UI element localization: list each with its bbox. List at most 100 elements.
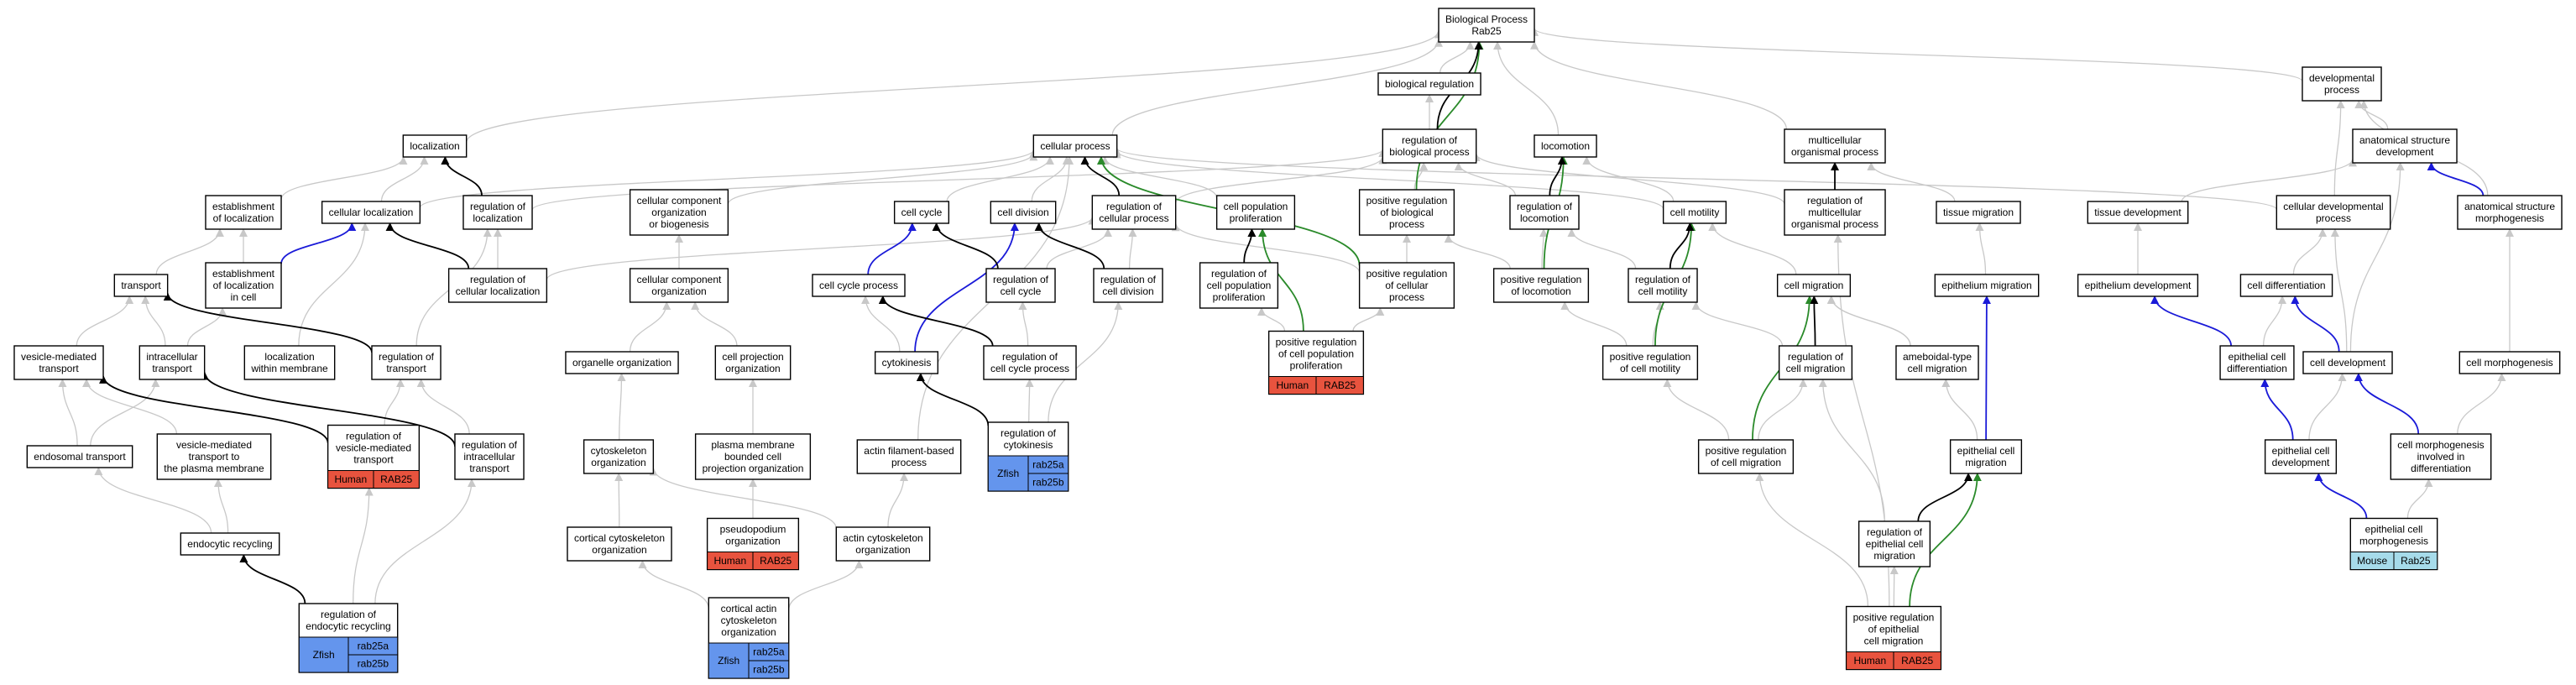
go-node-organelleorg[interactable]: organelle organization <box>565 351 679 374</box>
go-node-cellproc[interactable]: cellular process <box>1032 134 1118 158</box>
edge-posregcellproc-to-regcellproc <box>1171 222 1361 274</box>
node-box <box>694 433 812 480</box>
go-node-epimig[interactable]: epithelium migration <box>1934 274 2040 297</box>
go-node-cellmig[interactable]: cell migration <box>1776 274 1852 297</box>
gene-symbol: RAB25 <box>1324 379 1356 391</box>
node-box <box>205 262 282 309</box>
go-node-epidev[interactable]: epithelium development <box>2077 274 2199 297</box>
go-node-cellcycleproc[interactable]: cell cycle process <box>812 274 906 297</box>
go-node-locomotion[interactable]: locomotion <box>1534 134 1597 158</box>
go-node-regvesmed[interactable]: regulation ofvesicle-mediatedtransportHu… <box>327 424 421 489</box>
node-box <box>1215 195 1296 230</box>
go-node-cortactin[interactable]: cortical actincytoskeletonorganizationZf… <box>708 597 790 679</box>
node-label-line: regulation of <box>1001 427 1057 439</box>
go-node-celldevelopment[interactable]: cell development <box>2302 351 2393 374</box>
go-node-cellmotility[interactable]: cell motility <box>1662 201 1727 224</box>
node-box <box>2390 433 2492 480</box>
node-box <box>462 195 533 230</box>
go-node-bioreg[interactable]: biological regulation <box>1377 72 1481 96</box>
node-box <box>1628 268 1698 303</box>
go-node-localization[interactable]: localization <box>402 134 468 158</box>
edge-regcellproc-to-regbio <box>1175 155 1387 204</box>
node-label-line: organelle organization <box>572 357 671 369</box>
go-node-tissuemig[interactable]: tissue migration <box>1936 201 2021 224</box>
node-box <box>1093 268 1163 303</box>
gene-cell <box>1893 651 1941 670</box>
go-node-endotrans[interactable]: endosomal transport <box>26 445 133 468</box>
go-node-cellcycle[interactable]: cell cycle <box>893 201 950 224</box>
node-box <box>2302 351 2393 374</box>
node-label-line: positive regulation <box>1276 337 1357 348</box>
go-node-tissuedev[interactable]: tissue development <box>2087 201 2189 224</box>
edge-regloc-to-localization <box>441 156 483 196</box>
go-node-cytokinesis[interactable]: cytokinesis <box>874 351 939 374</box>
node-box <box>1697 439 1795 474</box>
go-node-cellloc[interactable]: cellular localization <box>321 201 421 224</box>
go-node-cellmorphogenesis[interactable]: cell morphogenesis <box>2458 351 2561 374</box>
go-node-endorecyc[interactable]: endocytic recycling <box>180 532 280 556</box>
go-node-regcytokinesis[interactable]: regulation ofcytokinesisZfishrab25arab25… <box>987 421 1069 492</box>
node-box <box>1358 262 1455 309</box>
go-node-transport[interactable]: transport <box>113 274 169 297</box>
go-node-celldiv[interactable]: cell division <box>990 201 1057 224</box>
edge-regcellproc-to-cellproc <box>1080 156 1121 196</box>
node-box <box>1778 345 1853 380</box>
edge-regcellloc-to-cellloc <box>385 222 470 269</box>
node-label-line: cell morphogenesis <box>2397 439 2484 451</box>
node-label-line: cell migration <box>1908 363 1967 374</box>
node-box <box>1949 439 2023 474</box>
go-node-celldiff[interactable]: cell differentiation <box>2239 274 2333 297</box>
